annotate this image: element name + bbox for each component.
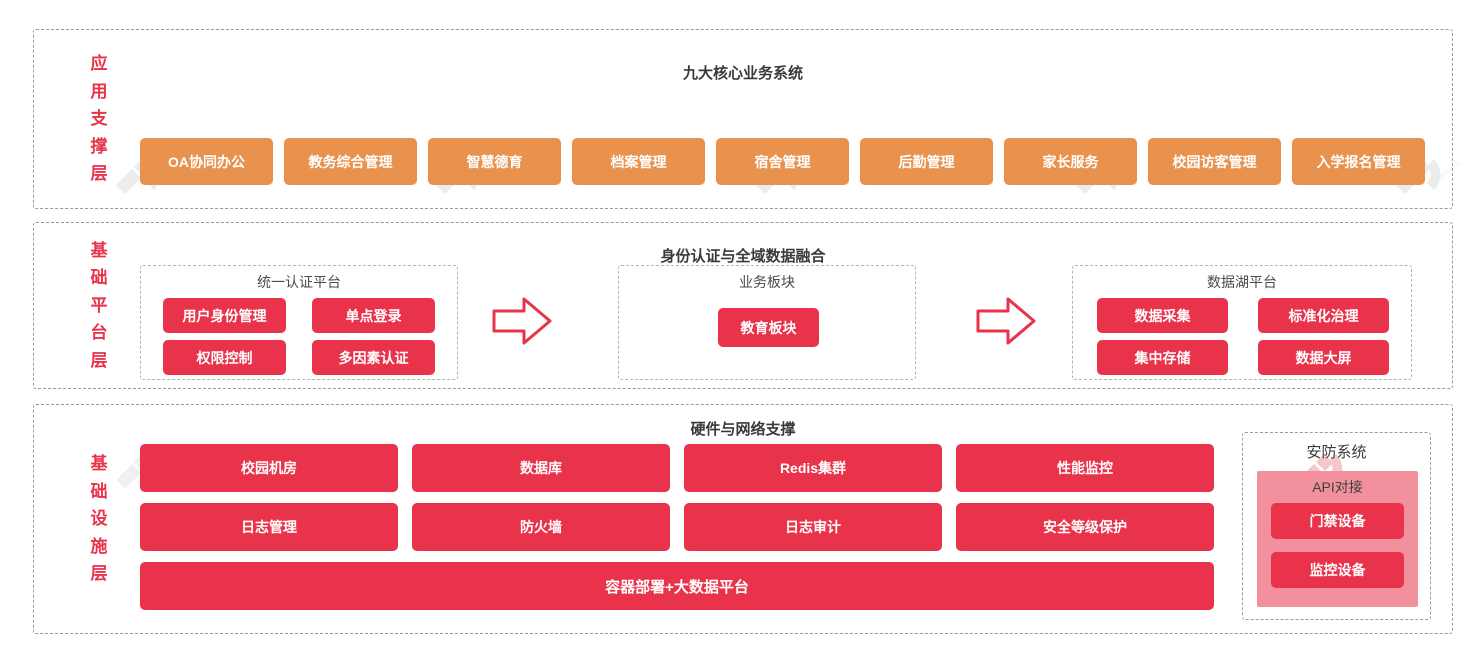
layer-label-char: 设 [90,509,108,529]
auth-box-identity[interactable]: 用户身份管理 [163,298,286,333]
group-unified-auth: 统一认证平台 用户身份管理 单点登录 权限控制 多因素认证 [140,265,458,380]
infra-box-log-audit[interactable]: 日志审计 [684,503,942,551]
infra-box-redis-cluster[interactable]: Redis集群 [684,444,942,492]
datalake-box-storage[interactable]: 集中存储 [1097,340,1228,375]
system-box-logistics[interactable]: 后勤管理 [860,138,993,185]
infra-box-performance-monitor[interactable]: 性能监控 [956,444,1214,492]
business-box-education[interactable]: 教育板块 [718,308,819,347]
layer-label-char: 基 [90,240,108,260]
group-data-lake: 数据湖平台 数据采集 标准化治理 集中存储 数据大屏 [1072,265,1412,380]
infra-box-firewall[interactable]: 防火墙 [412,503,670,551]
datalake-box-collection[interactable]: 数据采集 [1097,298,1228,333]
layer-label-char: 支 [90,109,108,129]
system-box-enrollment[interactable]: 入学报名管理 [1292,138,1425,185]
layer-application-support: 应 用 支 撑 层 九大核心业务系统 OA协同办公 教务综合管理 智慧德育 档案… [33,29,1453,209]
layer-label-platform: 基 础 平 台 层 [82,223,116,388]
layer-label-char: 础 [90,268,108,288]
group-title-data-lake: 数据湖平台 [1207,274,1277,290]
platform-layer-title: 身份认证与全域数据融合 [660,248,826,265]
infra-box-campus-room[interactable]: 校园机房 [140,444,398,492]
layer-label-char: 层 [90,350,108,370]
layer-base-platform: 基 础 平 台 层 身份认证与全域数据融合 统一认证平台 用户身份管理 单点登录… [33,222,1453,389]
group-security-system: 安防系统 API对接 门禁设备 监控设备 [1242,432,1431,620]
layer-label-char: 用 [90,81,108,101]
layer-label-infrastructure: 基 础 设 施 层 [82,405,116,633]
infra-box-database[interactable]: 数据库 [412,444,670,492]
group-title-security-system: 安防系统 [1306,444,1367,461]
group-title-unified-auth: 统一认证平台 [257,274,341,290]
layer-label-char: 应 [90,54,108,74]
auth-box-mfa[interactable]: 多因素认证 [312,340,435,375]
system-box-oa[interactable]: OA协同办公 [140,138,273,185]
layer-label-char: 础 [90,481,108,501]
security-box-surveillance[interactable]: 监控设备 [1271,552,1404,588]
system-box-archive[interactable]: 档案管理 [572,138,705,185]
system-box-dormitory[interactable]: 宿舍管理 [716,138,849,185]
infra-box-container-bigdata[interactable]: 容器部署+大数据平台 [140,562,1214,610]
arrow-right-icon-1 [491,295,553,347]
infrastructure-layer-title: 硬件与网络支撑 [690,421,796,438]
layer-label-char: 平 [90,295,108,315]
layer-label-char: 台 [90,323,108,343]
api-integration-panel: API对接 门禁设备 监控设备 [1257,471,1418,607]
system-box-academic[interactable]: 教务综合管理 [284,138,417,185]
layer-label-char: 基 [90,454,108,474]
application-layer-title: 九大核心业务系统 [682,65,803,82]
group-title-business-module: 业务板块 [739,274,795,290]
datalake-box-governance[interactable]: 标准化治理 [1258,298,1389,333]
layer-infrastructure: 基 础 设 施 层 硬件与网络支撑 校园机房 数据库 Redis集群 性能监控 … [33,404,1453,634]
datalake-box-dashboard[interactable]: 数据大屏 [1258,340,1389,375]
api-integration-title: API对接 [1312,479,1363,495]
layer-label-application: 应 用 支 撑 层 [82,30,116,208]
auth-box-permission[interactable]: 权限控制 [163,340,286,375]
auth-box-sso[interactable]: 单点登录 [312,298,435,333]
system-box-visitor[interactable]: 校园访客管理 [1148,138,1281,185]
arrow-right-icon-2 [975,295,1037,347]
layer-label-char: 层 [90,564,108,584]
layer-label-char: 层 [90,164,108,184]
system-box-moral-education[interactable]: 智慧德育 [428,138,561,185]
group-business-module: 业务板块 教育板块 [618,265,916,380]
layer-label-char: 施 [90,536,108,556]
infra-box-security-grade[interactable]: 安全等级保护 [956,503,1214,551]
layer-label-char: 撑 [90,136,108,156]
system-box-parent-service[interactable]: 家长服务 [1004,138,1137,185]
infra-box-log-management[interactable]: 日志管理 [140,503,398,551]
security-box-access-control[interactable]: 门禁设备 [1271,503,1404,539]
